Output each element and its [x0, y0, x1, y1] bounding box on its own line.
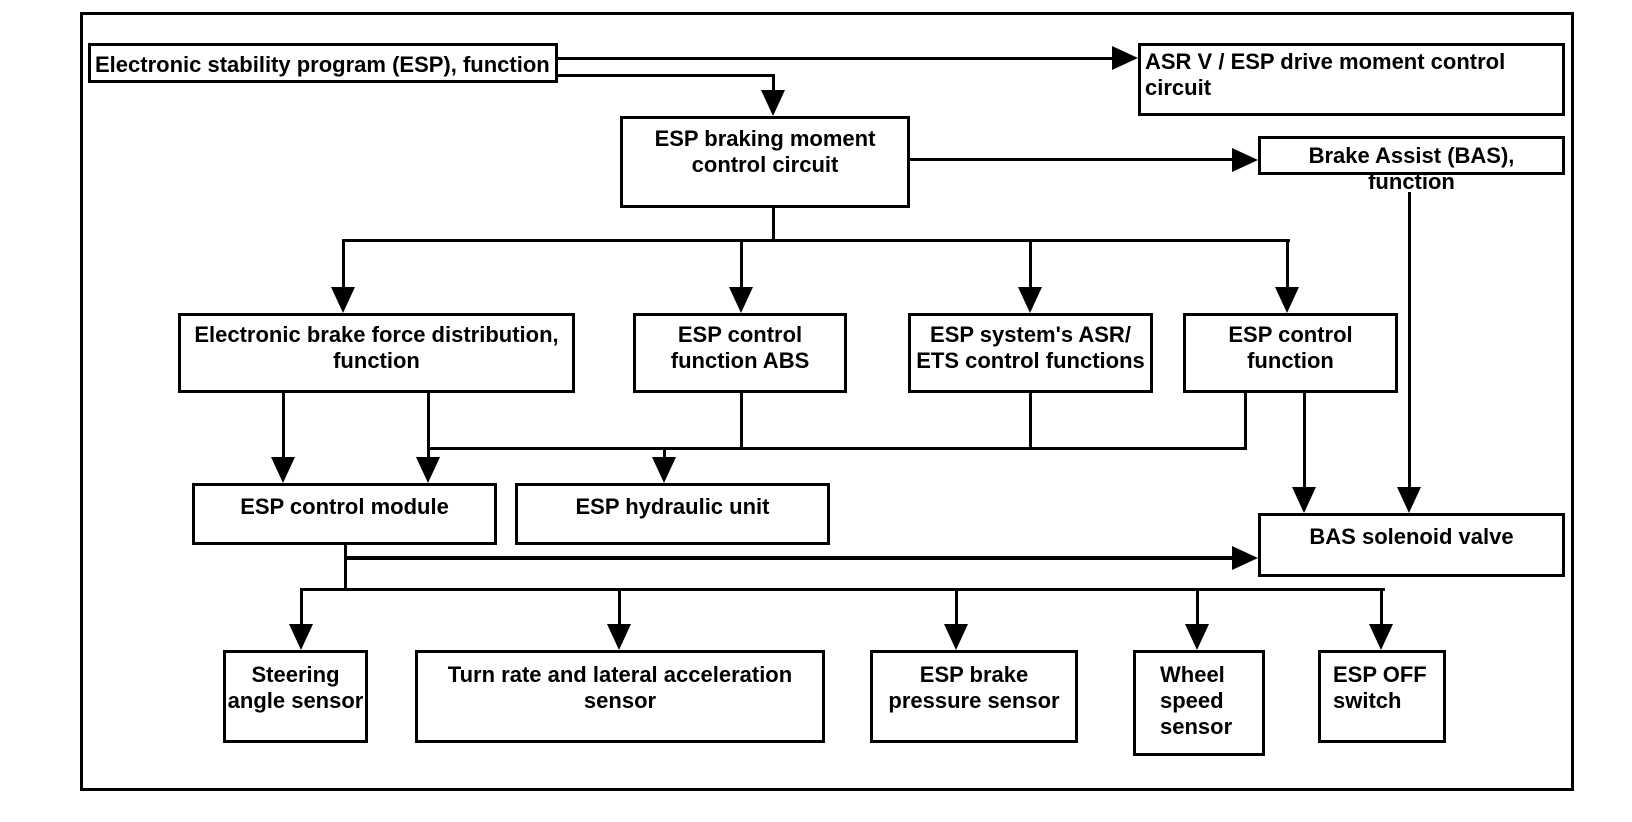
edge-espcontrol-bas-vline — [1303, 393, 1306, 489]
node-esp-control-function-abs: ESP control function ABS — [633, 313, 847, 393]
node-steering-angle-sensor: Steering angle sensor — [223, 650, 368, 743]
edge-bus1-line — [342, 239, 1290, 242]
edge-bus2-line — [427, 447, 1247, 450]
node-esp-control-function: ESP control function — [1183, 313, 1398, 393]
edge-bus3-brakepressure-vline — [955, 588, 958, 626]
node-bas-solenoid-valve: BAS solenoid valve — [1258, 513, 1565, 577]
edge-espfunction-asrv-line — [558, 57, 1114, 60]
edge-braking-brakeassist-line — [910, 158, 1234, 161]
edge-bus1-drop3-vline — [1029, 239, 1032, 289]
edge-braking-bus1-vline — [772, 208, 775, 242]
node-electronic-brake-force-distribution-function: Electronic brake force distribution, fun… — [178, 313, 575, 393]
edge-bus2-hydraulic-vline — [663, 447, 666, 459]
node-esp-control-module: ESP control module — [192, 483, 497, 545]
arrowhead-down-icon — [1292, 487, 1316, 513]
arrowhead-down-icon — [652, 457, 676, 483]
arrowhead-down-icon — [416, 457, 440, 483]
edge-espfunction-braking-hline — [558, 74, 775, 77]
node-electronic-stability-program-esp-function: Electronic stability program (ESP), func… — [88, 43, 558, 83]
edge-bus3-espoff-vline — [1380, 588, 1383, 626]
edge-bus3-turnrate-vline — [618, 588, 621, 626]
edge-module-down-vline — [344, 545, 347, 591]
edge-bus3-steering-vline — [300, 588, 303, 626]
node-esp-off-switch: ESP OFF switch — [1318, 650, 1446, 743]
arrowhead-down-icon — [729, 287, 753, 313]
arrowhead-down-icon — [761, 90, 785, 116]
node-esp-systems-asr-ets-control-functions: ESP system's ASR/ ETS control functions — [908, 313, 1153, 393]
node-brake-assist-bas-function: Brake Assist (BAS), function — [1258, 136, 1565, 194]
edge-abs-bus2-vline — [740, 393, 743, 450]
edge-espcontrol-bus2-vline — [1244, 393, 1247, 450]
edge-bus1-drop2-vline — [740, 239, 743, 289]
arrowhead-down-icon — [944, 624, 968, 650]
node-esp-hydraulic-unit: ESP hydraulic unit — [515, 483, 830, 545]
arrowhead-down-icon — [1018, 287, 1042, 313]
arrowhead-right-icon — [1232, 546, 1258, 570]
edge-asrets-bus2-vline — [1029, 393, 1032, 450]
arrowhead-right-icon — [1112, 46, 1138, 70]
node-asr-v-esp-drive-moment-control-circuit: ASR V / ESP drive moment control circuit — [1138, 43, 1565, 116]
arrowhead-down-icon — [1185, 624, 1209, 650]
edge-bus2-module-vline — [427, 393, 430, 459]
edge-bus1-drop4-vline — [1286, 239, 1289, 289]
edge-bus3-line — [300, 588, 1385, 591]
arrowhead-down-icon — [1369, 624, 1393, 650]
edge-ebfd-module-vline — [282, 393, 285, 459]
node-esp-brake-pressure-sensor: ESP brake pressure sensor — [870, 650, 1078, 743]
edge-module-bas-line — [344, 556, 1234, 560]
edge-bus3-wheelspeed-vline — [1196, 588, 1199, 626]
arrowhead-down-icon — [331, 287, 355, 313]
arrowhead-down-icon — [1275, 287, 1299, 313]
arrowhead-right-icon — [1232, 148, 1258, 172]
arrowhead-down-icon — [289, 624, 313, 650]
arrowhead-down-icon — [271, 457, 295, 483]
node-esp-braking-moment-control-circuit: ESP braking moment control circuit — [620, 116, 910, 208]
edge-brakeassist-bas-vline — [1408, 192, 1411, 489]
edge-espfunction-braking-vline — [772, 74, 775, 92]
edge-bus1-drop1-vline — [342, 239, 345, 289]
arrowhead-down-icon — [607, 624, 631, 650]
node-turn-rate-lateral-acceleration-sensor: Turn rate and lateral acceleration senso… — [415, 650, 825, 743]
node-wheel-speed-sensor: Wheel speed sensor — [1133, 650, 1265, 756]
arrowhead-down-icon — [1397, 487, 1421, 513]
